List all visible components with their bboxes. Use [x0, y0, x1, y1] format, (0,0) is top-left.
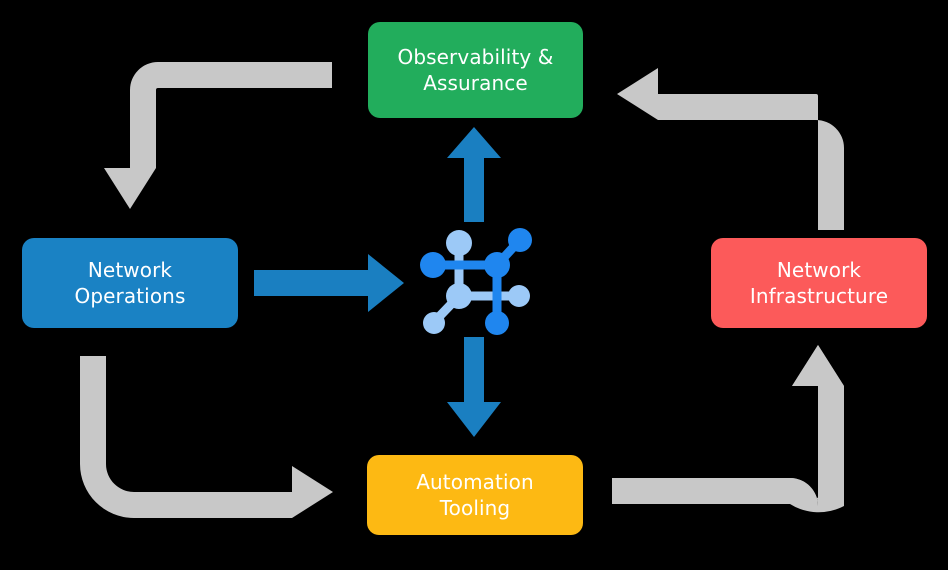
network-icon-dark-nodes — [420, 228, 532, 335]
node-observability-assurance[interactable]: Observability & Assurance — [368, 22, 583, 118]
node-network-operations-label: Network Operations — [74, 257, 186, 308]
node-automation-tooling-label: Automation Tooling — [416, 469, 534, 520]
node-network-infrastructure-label: Network Infrastructure — [749, 257, 889, 308]
network-icon-light-nodes — [423, 230, 530, 334]
node-automation-tooling[interactable]: Automation Tooling — [367, 455, 583, 535]
blue-arrow-center-to-automation — [447, 337, 501, 437]
node-observability-label: Observability & Assurance — [397, 44, 554, 95]
gray-arrow-observability-to-ops — [104, 62, 332, 209]
gray-arrow-automation-to-infrastructure-shape — [612, 345, 844, 513]
blue-arrow-ops-to-center — [254, 254, 404, 312]
gray-arrow-infrastructure-to-observability — [617, 68, 844, 230]
node-network-operations[interactable]: Network Operations — [22, 238, 238, 328]
node-network-infrastructure[interactable]: Network Infrastructure — [711, 238, 927, 328]
blue-arrow-center-to-observability — [447, 127, 501, 222]
gray-arrow-ops-to-automation — [80, 356, 333, 518]
